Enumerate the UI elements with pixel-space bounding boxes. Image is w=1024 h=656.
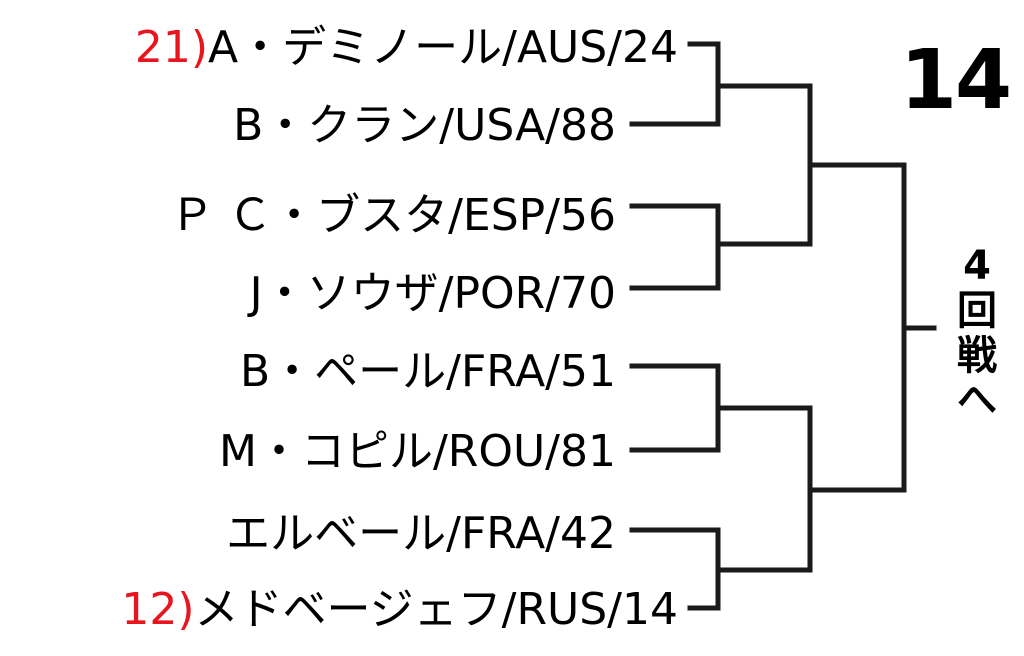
round-char: へ	[957, 377, 997, 424]
round-char: 4	[963, 243, 991, 289]
player-6: M・コピル/ROU/81	[219, 430, 616, 474]
player-4: J・ソウザ/POR/70	[250, 272, 616, 316]
round-char: 戦	[957, 332, 997, 379]
player-3: Ｐ Ｃ・ブスタ/ESP/56	[170, 194, 616, 238]
seed-label: 12)	[121, 584, 195, 635]
bracket-line-match-3	[629, 363, 721, 453]
player-5: B・ペール/FRA/51	[240, 350, 616, 394]
bracket-line-match-2	[629, 203, 721, 291]
bracket-line-match-5	[715, 83, 813, 247]
player-1: 21)A・デミノール/AUS/24	[135, 26, 678, 70]
player-name: エルベール/FRA/42	[226, 508, 616, 559]
bracket-line-match-1	[629, 41, 721, 127]
player-name: J・ソウザ/POR/70	[249, 268, 616, 319]
bracket-line-match-4	[629, 527, 721, 611]
player-name: メドベージェフ/RUS/14	[194, 584, 678, 635]
player-7: エルベール/FRA/42	[226, 512, 616, 556]
player-name: Ｐ Ｃ・ブスタ/ESP/56	[170, 190, 616, 241]
player-name: B・ペール/FRA/51	[239, 346, 616, 397]
seed-label: 21)	[134, 22, 209, 73]
player-8: 12)メドベージェフ/RUS/14	[121, 588, 678, 632]
player-2: B・クラン/USA/88	[233, 104, 616, 148]
player-name: B・クラン/USA/88	[233, 100, 616, 151]
bracket-line-match-6	[715, 405, 813, 573]
bracket-line-match-7	[807, 162, 907, 493]
round-char: 回	[957, 287, 997, 334]
block-number: 14	[900, 33, 1012, 128]
player-name: M・コピル/ROU/81	[218, 426, 616, 477]
next-round-label: 4 回 戦 へ	[946, 244, 1008, 423]
player-name: A・デミノール/AUS/24	[208, 22, 678, 73]
